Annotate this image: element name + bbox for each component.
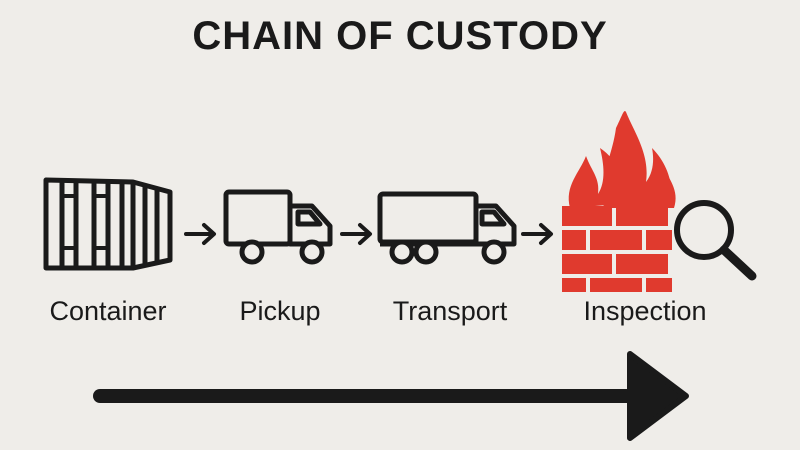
flow-arrow-2: [340, 223, 372, 245]
flow-arrow-3: [521, 223, 553, 245]
shipping-container-icon: [43, 177, 173, 271]
brick-wall-icon: [562, 206, 672, 292]
stage-label-container: Container: [49, 296, 167, 326]
flame-icon: [568, 110, 676, 208]
transport-truck-icon: [377, 191, 517, 265]
magnifier-icon: [674, 200, 757, 281]
firewall-inspection-icon: [562, 110, 757, 292]
pickup-truck-icon: [223, 189, 333, 265]
flow-arrow-1: [184, 223, 216, 245]
timeline-arrow: [93, 351, 689, 441]
diagram-title: CHAIN OF CUSTODY: [192, 14, 608, 58]
stage-label-inspection: Inspection: [583, 296, 707, 326]
stage-label-transport: Transport: [392, 296, 508, 326]
stage-label-pickup: Pickup: [239, 296, 321, 326]
